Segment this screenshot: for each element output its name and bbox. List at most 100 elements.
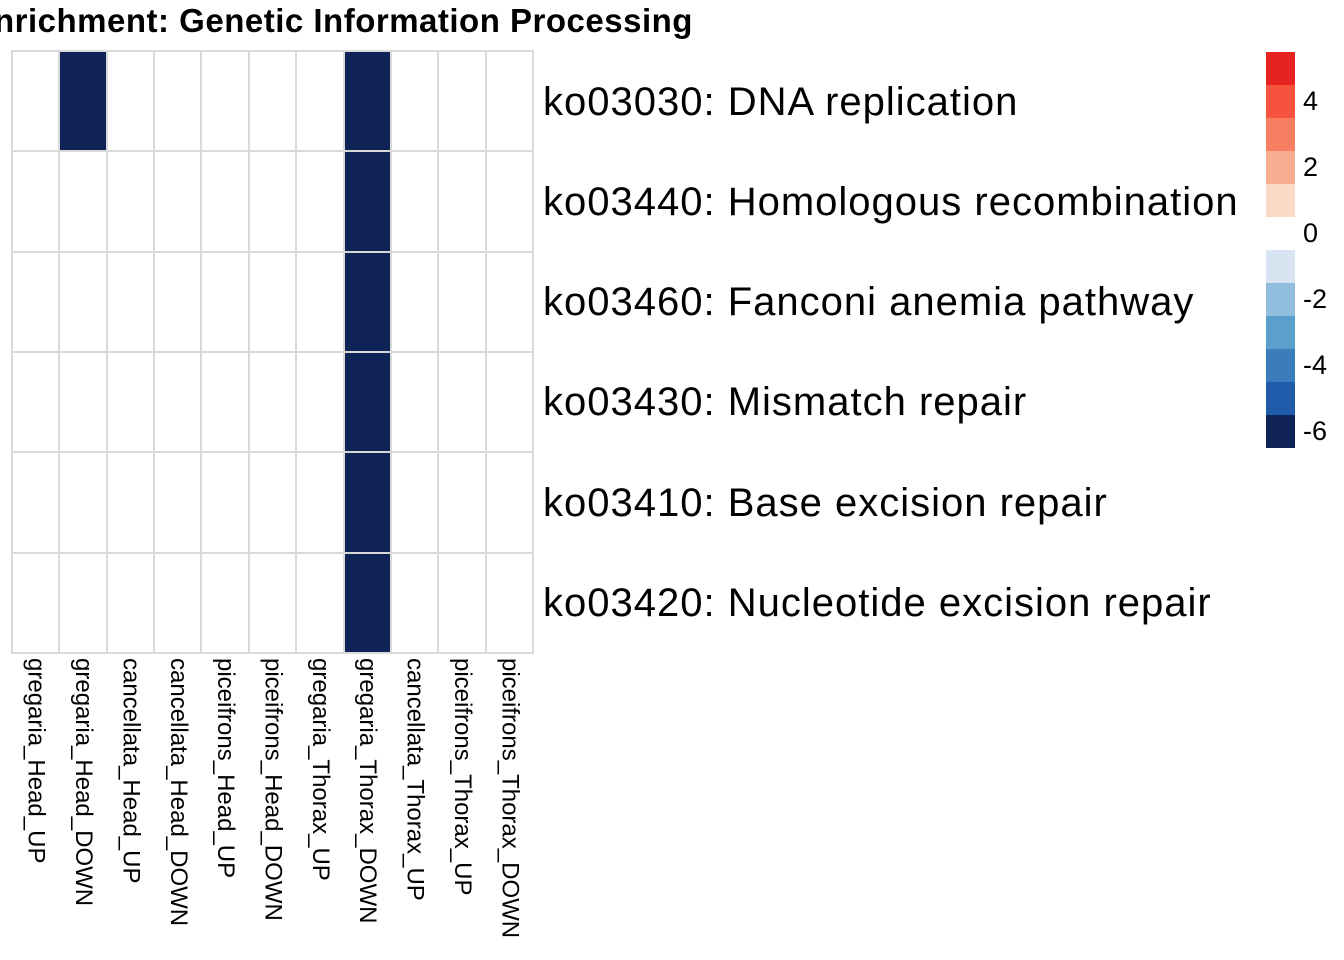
- heatmap-cell: [202, 152, 248, 251]
- heatmap-cell: [486, 252, 532, 351]
- heatmap-cell: [391, 553, 438, 652]
- colorbar-tick: -4: [1303, 350, 1328, 380]
- heatmap-cell: [297, 252, 343, 351]
- colorbar-segment: [1266, 151, 1295, 184]
- column-label: cancellata_Thorax_UP: [401, 658, 429, 901]
- heatmap-cell: [344, 52, 390, 151]
- column-label: piceifrons_Head_DOWN: [259, 658, 287, 921]
- heatmap-cell: [60, 152, 106, 251]
- heatmap-cell: [249, 453, 296, 552]
- heatmap-cell: [107, 553, 154, 652]
- column-label: piceifrons_Thorax_DOWN: [496, 658, 524, 939]
- row-label: ko03460: Fanconi anemia pathway: [543, 280, 1195, 325]
- heatmap-cell: [155, 252, 201, 351]
- column-label: gregaria_Head_DOWN: [70, 658, 98, 907]
- colorbar-tick: -6: [1303, 416, 1328, 446]
- heatmap-cell: [486, 453, 532, 552]
- column-label: piceifrons_Thorax_UP: [448, 658, 476, 896]
- heatmap-cell: [344, 453, 390, 552]
- heatmap-cell: [486, 353, 532, 452]
- column-label: cancellata_Head_UP: [117, 658, 145, 884]
- heatmap-cell: [202, 353, 248, 452]
- heatmap-cell: [297, 152, 343, 251]
- heatmap-cell: [107, 52, 154, 151]
- heatmap-cell: [107, 152, 154, 251]
- colorbar-segment: [1266, 316, 1295, 349]
- heatmap-cell: [486, 52, 532, 151]
- colorbar-segment: [1266, 184, 1295, 217]
- colorbar-segment: [1266, 250, 1295, 283]
- heatmap-grid: [11, 50, 534, 654]
- chart-title: nrichment: Genetic Information Processin…: [0, 2, 693, 39]
- column-label: cancellata_Head_DOWN: [164, 658, 192, 927]
- row-label: ko03030: DNA replication: [543, 79, 1019, 124]
- heatmap-cell: [13, 553, 59, 652]
- row-label: ko03420: Nucleotide excision repair: [543, 581, 1212, 626]
- column-label: gregaria_Thorax_UP: [306, 658, 334, 881]
- column-label: piceifrons_Head_UP: [212, 658, 240, 879]
- heatmap-cell: [60, 553, 106, 652]
- colorbar-tick: 4: [1303, 86, 1319, 116]
- heatmap-cell: [297, 453, 343, 552]
- heatmap-cell: [202, 553, 248, 652]
- heatmap-cell: [155, 353, 201, 452]
- heatmap-cell: [13, 252, 59, 351]
- heatmap-cell: [344, 553, 390, 652]
- heatmap-cell: [297, 553, 343, 652]
- heatmap-cell: [249, 553, 296, 652]
- heatmap-cell: [155, 52, 201, 151]
- heatmap-cell: [13, 152, 59, 251]
- column-label: gregaria_Thorax_DOWN: [354, 658, 382, 924]
- heatmap-cell: [249, 252, 296, 351]
- colorbar-segment: [1266, 415, 1295, 448]
- heatmap-cell: [391, 152, 438, 251]
- heatmap-cell: [202, 252, 248, 351]
- row-label: ko03430: Mismatch repair: [543, 380, 1028, 425]
- heatmap-cell: [60, 453, 106, 552]
- colorbar-segment: [1266, 85, 1295, 118]
- heatmap-cell: [439, 453, 485, 552]
- colorbar-tick: 0: [1303, 218, 1319, 248]
- heatmap-cell: [344, 252, 390, 351]
- colorbar: [1266, 52, 1295, 448]
- heatmap-cell: [439, 52, 485, 151]
- colorbar-segment: [1266, 118, 1295, 151]
- heatmap-cell: [13, 353, 59, 452]
- heatmap-cell: [13, 52, 59, 151]
- heatmap-cell: [297, 353, 343, 452]
- row-label: ko03440: Homologous recombination: [543, 179, 1239, 224]
- heatmap-cell: [439, 252, 485, 351]
- heatmap-cell: [391, 252, 438, 351]
- heatmap-cell: [391, 353, 438, 452]
- heatmap-cell: [107, 353, 154, 452]
- heatmap-cell: [249, 152, 296, 251]
- colorbar-segment: [1266, 349, 1295, 382]
- heatmap-cell: [486, 152, 532, 251]
- heatmap-cell: [344, 152, 390, 251]
- heatmap-cell: [202, 453, 248, 552]
- heatmap-cell: [344, 353, 390, 452]
- heatmap-cell: [107, 252, 154, 351]
- colorbar-segment: [1266, 52, 1295, 85]
- heatmap-cell: [202, 52, 248, 151]
- heatmap-cell: [60, 252, 106, 351]
- heatmap-cell: [155, 553, 201, 652]
- heatmap-cell: [13, 453, 59, 552]
- heatmap-cell: [486, 553, 532, 652]
- heatmap-cell: [439, 353, 485, 452]
- column-label: gregaria_Head_UP: [22, 658, 50, 864]
- heatmap-cell: [439, 553, 485, 652]
- colorbar-segment: [1266, 382, 1295, 415]
- heatmap-cell: [249, 52, 296, 151]
- row-label: ko03410: Base excision repair: [543, 480, 1108, 525]
- heatmap-cell: [155, 453, 201, 552]
- heatmap-cell: [297, 52, 343, 151]
- colorbar-segment: [1266, 283, 1295, 316]
- heatmap-cell: [391, 453, 438, 552]
- heatmap-cell: [391, 52, 438, 151]
- colorbar-segment: [1266, 217, 1295, 250]
- colorbar-tick: 2: [1303, 152, 1319, 182]
- heatmap-cell: [249, 353, 296, 452]
